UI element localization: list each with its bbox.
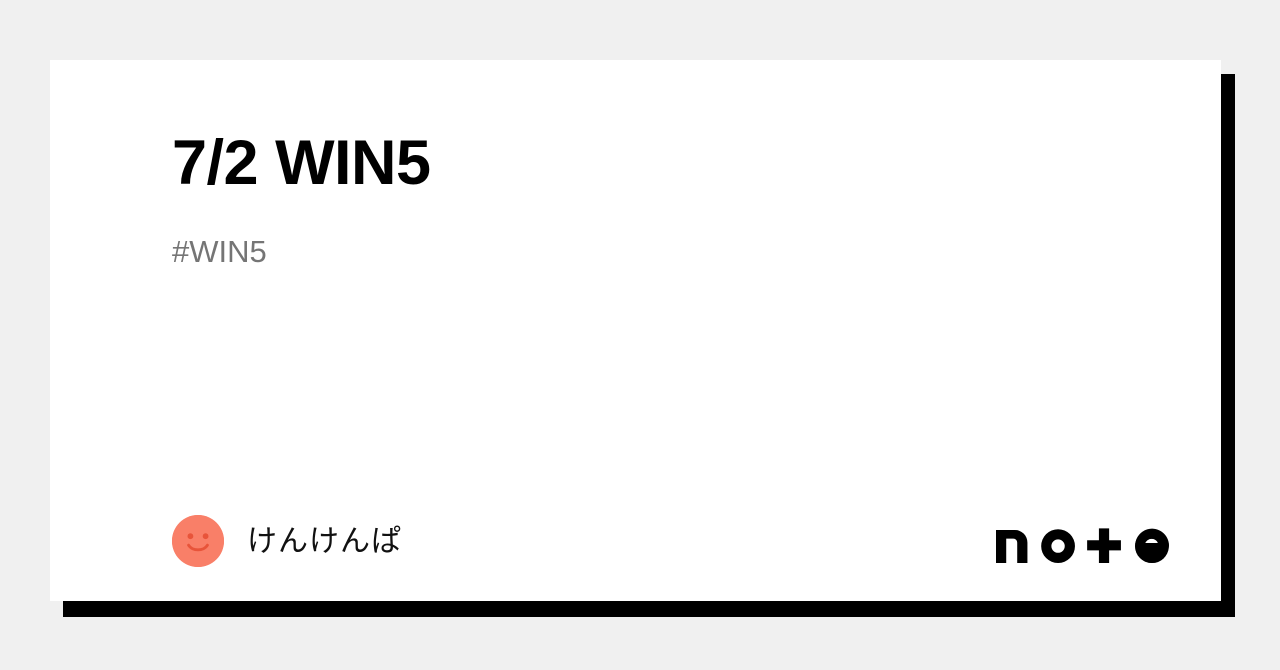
- smiley-face-icon: [172, 515, 224, 567]
- author-block[interactable]: けんけんぱ: [172, 515, 402, 567]
- note-logo[interactable]: [996, 519, 1169, 563]
- card-footer: けんけんぱ: [172, 505, 1169, 577]
- article-hashtags[interactable]: #WIN5: [172, 234, 267, 269]
- note-article-card[interactable]: 7/2 WIN5 #WIN5 けんけんぱ: [50, 60, 1221, 601]
- page-title: 7/2 WIN5: [172, 128, 431, 198]
- author-name: けんけんぱ: [247, 523, 402, 559]
